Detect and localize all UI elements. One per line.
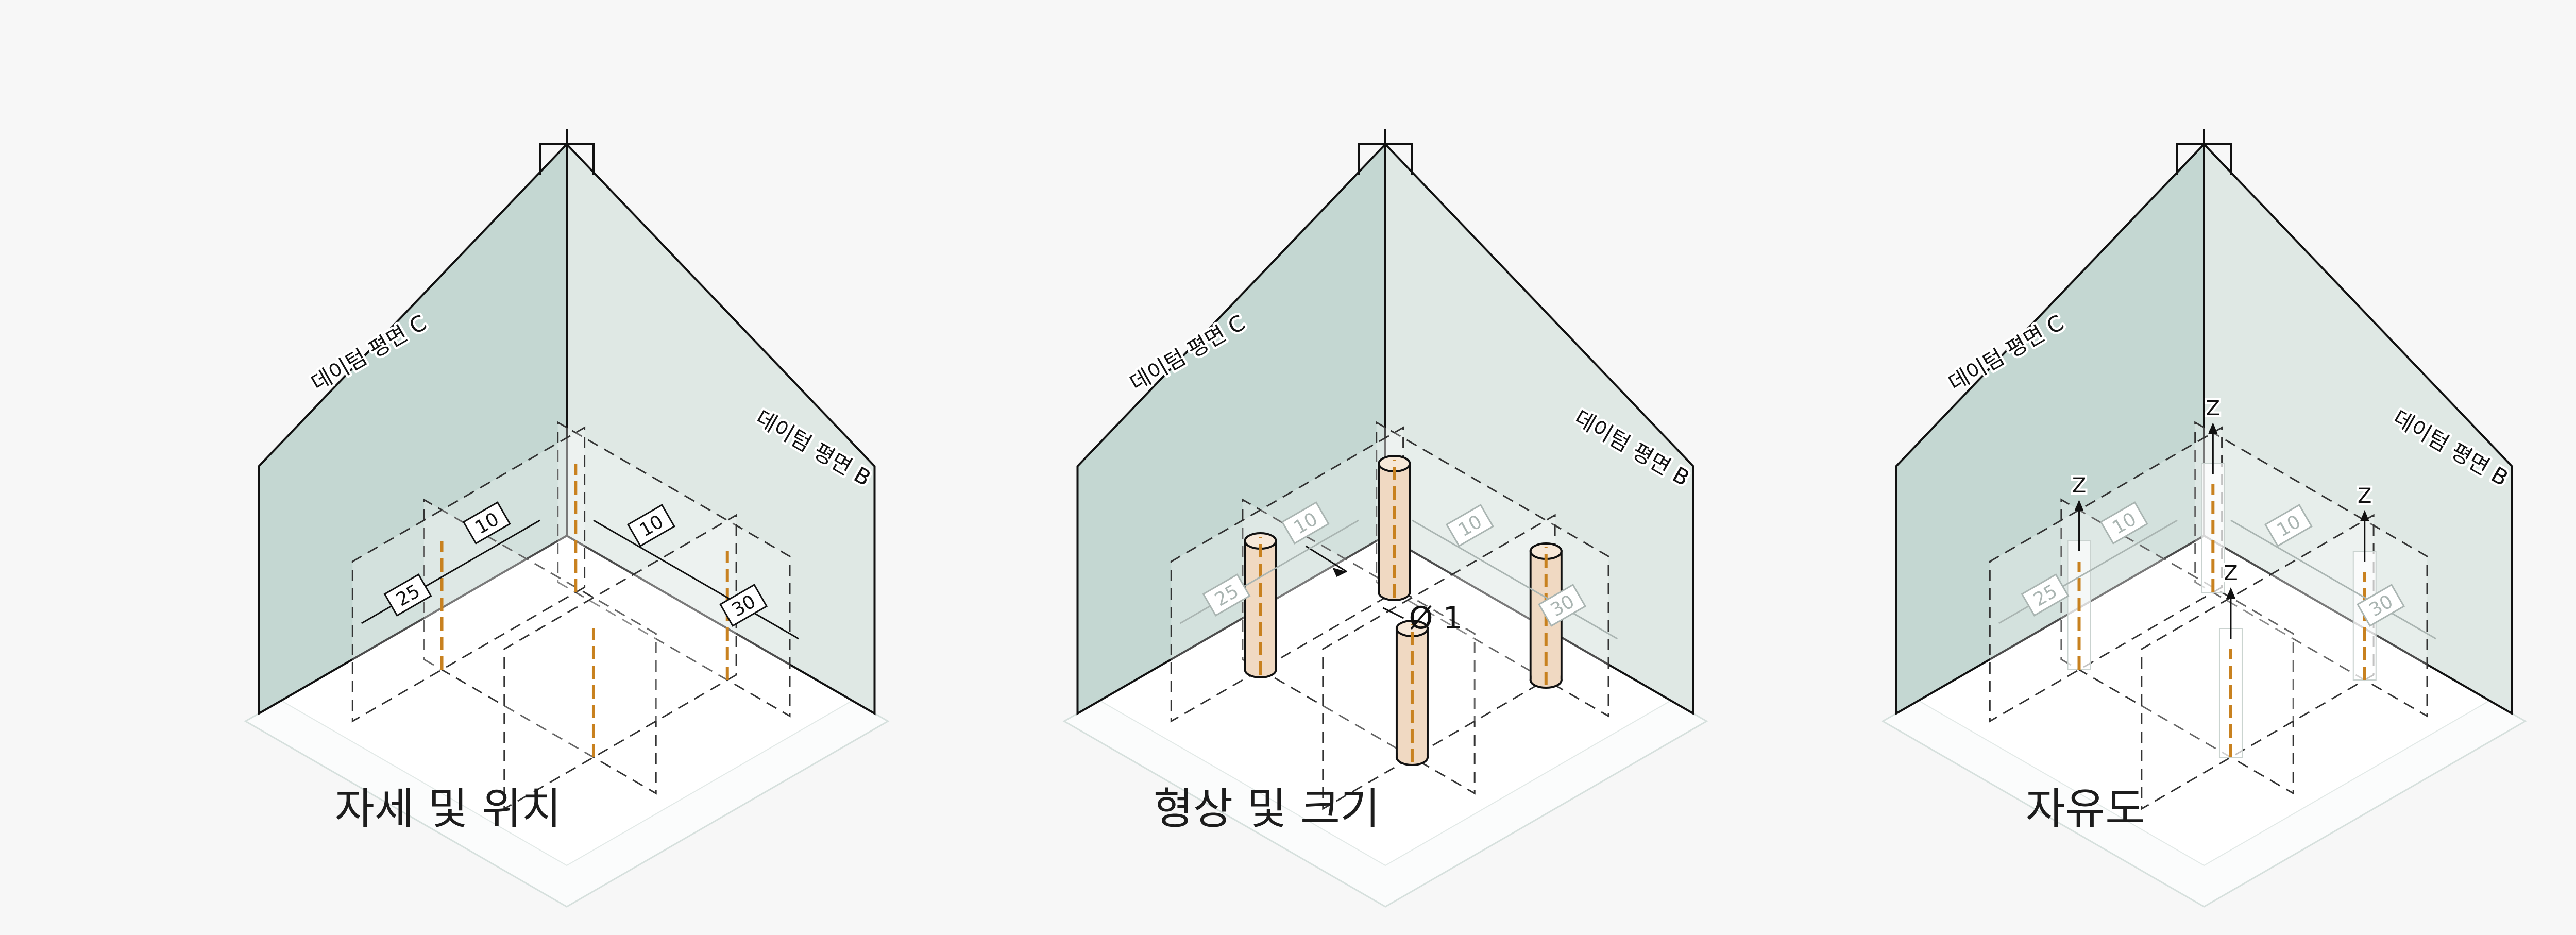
z-axis-label: Z [2224, 562, 2238, 585]
dim-right-10-box [1445, 504, 1494, 547]
dim-left-10-line [2132, 519, 2178, 547]
feature-4-cylinder [1395, 620, 1429, 766]
dim-right-30-line [647, 550, 800, 640]
diameter-callout: Ø 1 [1409, 600, 1462, 636]
dim-left-10-line [1313, 519, 1359, 547]
dim-left-25-line [361, 545, 496, 624]
callout-arrowhead [1332, 568, 1347, 577]
dim-right-10-line [1412, 519, 1466, 552]
dim-right-30-box [1538, 584, 1587, 627]
dim-left-25-box [383, 573, 432, 617]
dim-right-10-box [2264, 504, 2313, 547]
callout-leader-1 [1305, 545, 1348, 573]
plane-b-tab [2204, 143, 2232, 175]
frame-row-1 [557, 421, 791, 718]
plane-c-tab [539, 143, 567, 175]
dim-left-25-line [1998, 545, 2133, 624]
dim-right-10-box [626, 504, 675, 547]
z-arrowhead [2360, 510, 2369, 521]
plane-c-tab [1358, 143, 1385, 175]
frame-col-1 [351, 426, 586, 723]
feature-3-cylinder [1244, 532, 1277, 678]
dim-right-10-line [2230, 519, 2285, 552]
panel-caption: 형상 및 크기 [1153, 784, 1380, 834]
plane-c-tab [2176, 143, 2204, 175]
plane-b-tab [1385, 143, 1413, 175]
callout-leader-2 [1382, 607, 1404, 619]
panel-caption: 자유도 [2025, 784, 2145, 834]
z-arrowhead [2226, 587, 2235, 599]
dim-left-10-box [2099, 501, 2148, 545]
dim-left-10-box [462, 501, 511, 545]
dim-right-30-box [2357, 584, 2405, 627]
panel-caption: 자세 및 위치 [334, 784, 562, 834]
dim-left-25-box [2021, 573, 2070, 617]
z-axis-label: Z [2358, 484, 2371, 508]
frame-col-2 [503, 514, 737, 810]
dim-right-30-box [719, 584, 768, 627]
plane-b-tab [567, 143, 595, 175]
z-arrowhead [2208, 422, 2218, 434]
dim-left-25-line [1179, 545, 1315, 624]
dim-left-10-line [495, 519, 540, 547]
feature-1-cylinder [1378, 455, 1411, 601]
dim-right-30-line [2284, 550, 2437, 640]
dim-right-30-line [1465, 550, 1618, 640]
dim-right-10-line [593, 519, 648, 552]
z-axis-label: Z [2072, 474, 2086, 498]
frame-row-2 [423, 498, 657, 795]
z-axis-label: Z [2206, 397, 2220, 420]
z-arrowhead [2074, 500, 2084, 511]
dim-left-25-box [1202, 573, 1251, 617]
dim-left-10-box [1281, 501, 1330, 545]
